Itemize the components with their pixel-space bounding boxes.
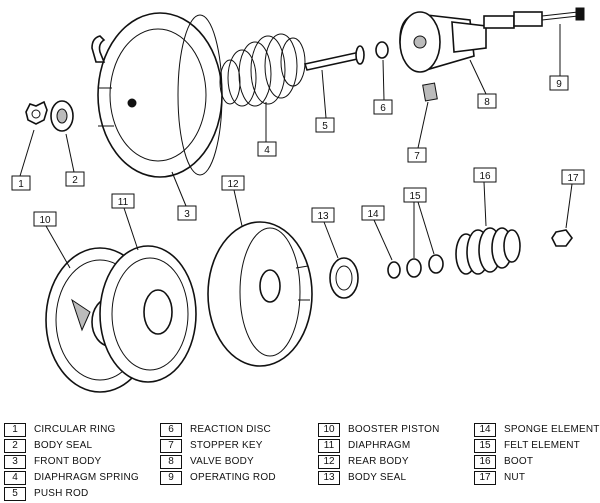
svg-text:2: 2 xyxy=(72,175,78,186)
legend-label: VALVE BODY xyxy=(190,456,254,467)
sponge-element-part xyxy=(387,261,401,279)
legend-label: CIRCULAR RING xyxy=(34,424,116,435)
legend-label: BOOSTER PISTON xyxy=(348,424,440,435)
svg-text:11: 11 xyxy=(118,197,129,208)
callout-3: 3 xyxy=(177,205,197,221)
svg-text:17: 17 xyxy=(567,173,579,184)
legend-label: SPONGE ELEMENT xyxy=(504,424,600,435)
circular-ring-part xyxy=(25,100,48,125)
callout-17: 17 xyxy=(561,169,585,185)
callout-8: 8 xyxy=(477,93,497,109)
legend-label: NUT xyxy=(504,472,526,483)
callout-9: 9 xyxy=(549,75,569,91)
body-seal-rear-part xyxy=(329,257,359,299)
svg-text:1: 1 xyxy=(18,179,24,190)
reaction-disc-part xyxy=(375,41,389,59)
svg-text:3: 3 xyxy=(184,209,190,220)
callout-4: 4 xyxy=(257,141,277,157)
callout-12: 12 xyxy=(221,175,245,191)
callout-1: 1 xyxy=(11,175,31,191)
callout-6: 6 xyxy=(373,99,393,115)
svg-text:8: 8 xyxy=(484,97,490,108)
felt-element-part xyxy=(406,254,444,278)
legend-label: DIAPHRAGM xyxy=(348,440,411,451)
svg-text:10: 10 xyxy=(39,215,51,226)
svg-text:14: 14 xyxy=(367,209,379,220)
svg-text:13: 13 xyxy=(317,211,329,222)
callout-11: 11 xyxy=(111,193,135,209)
legend-label: OPERATING ROD xyxy=(190,472,276,483)
stopper-key-part xyxy=(422,82,438,102)
valve-body-part xyxy=(399,11,487,73)
callout-16: 16 xyxy=(473,167,497,183)
callout-14: 14 xyxy=(361,205,385,221)
leader-lines xyxy=(19,24,573,269)
legend-label: FELT ELEMENT xyxy=(504,440,580,451)
callout-13: 13 xyxy=(311,207,335,223)
diaphragm-spring-part xyxy=(219,33,306,107)
legend-label: DIAPHRAGM SPRING xyxy=(34,472,139,483)
legend-label: FRONT BODY xyxy=(34,456,102,467)
body-seal-front-part xyxy=(50,100,74,132)
rear-body-part xyxy=(207,221,313,367)
callout-labels: 1 2 3 4 5 6 7 8 9 10 11 12 13 14 15 16 1… xyxy=(11,75,585,227)
legend-label: REACTION DISC xyxy=(190,424,271,435)
front-body-part xyxy=(91,12,223,178)
legend-label: REAR BODY xyxy=(348,456,409,467)
svg-text:7: 7 xyxy=(414,151,420,162)
callout-5: 5 xyxy=(315,117,335,133)
nut-part xyxy=(551,229,573,247)
operating-rod-part xyxy=(483,7,585,29)
callout-15: 15 xyxy=(403,187,427,203)
legend-label: BOOT xyxy=(504,456,534,467)
legend-label: STOPPER KEY xyxy=(190,440,263,451)
callout-7: 7 xyxy=(407,147,427,163)
boot-part xyxy=(455,227,521,275)
diaphragm-part xyxy=(99,245,197,383)
callout-10: 10 xyxy=(33,211,57,227)
svg-text:16: 16 xyxy=(479,171,491,182)
svg-text:15: 15 xyxy=(409,191,421,202)
exploded-diagram: 1 2 3 4 5 6 7 8 9 10 11 12 13 14 15 16 1… xyxy=(11,7,585,393)
legend-label: PUSH ROD xyxy=(34,488,89,499)
svg-text:9: 9 xyxy=(556,79,562,90)
svg-text:6: 6 xyxy=(380,103,386,114)
svg-text:5: 5 xyxy=(322,121,328,132)
legend-label: BODY SEAL xyxy=(348,472,407,483)
callout-2: 2 xyxy=(65,171,85,187)
svg-text:4: 4 xyxy=(264,145,270,156)
legend-label: BODY SEAL xyxy=(34,440,93,451)
push-rod-part xyxy=(303,45,365,71)
svg-text:12: 12 xyxy=(227,179,239,190)
